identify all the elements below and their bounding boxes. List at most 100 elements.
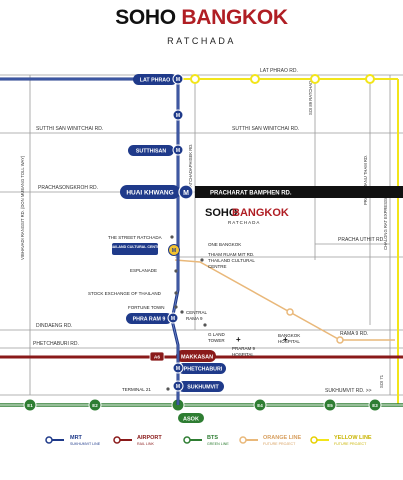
legend-airport-dot	[113, 436, 121, 444]
legend-orange-sub: FUTURE PROJECT	[263, 442, 296, 446]
future-lines	[174, 78, 399, 405]
bts-station-e2	[88, 398, 102, 412]
lat-phrao-station	[172, 73, 184, 85]
huai-khwang-label: HUAI KHWANG	[126, 190, 173, 197]
huai-khwang-mrt-glyph: M	[183, 190, 189, 197]
legend-bts-sub: GREEN LINE	[207, 442, 229, 446]
phra-ram-9-badge	[126, 313, 172, 324]
landmark-g-land-2: TOWER	[208, 338, 225, 343]
road-label-sutthi-san-east: SUTTHI SAN WINITCHAI RD.	[232, 126, 299, 132]
bts-station-e1	[23, 398, 37, 412]
bts-code-e2: E2	[92, 403, 98, 408]
landmark-dot-esplanade	[174, 269, 178, 273]
road-label-dindaeng: DINDAENG RD.	[36, 323, 72, 329]
sukhumvit-station	[172, 380, 184, 392]
legend-yellow-sub: FUTURE PROJECT	[334, 442, 367, 446]
bts-station-e6	[368, 398, 382, 412]
road-label-pracha-uthit: PRACHA UTHIT RD.	[338, 237, 385, 243]
mrt-blue-line: LAT PHRAO M M SUTTHISAN M HUAI KHWANG M …	[0, 73, 226, 405]
brand-title: SOHO BANGKOK	[0, 6, 403, 30]
lat-phrao-badge	[133, 74, 177, 85]
orange-station-2	[336, 336, 344, 344]
road-network	[0, 74, 403, 396]
landmark-dot-cultural-centre	[200, 258, 204, 262]
road-label-thiam-ruam-mit: THIAM RUAM MIT RD.	[208, 252, 254, 257]
landmark-central-2: RAMA 9	[186, 316, 203, 321]
mrt-glyph-ratchadaphisek: M	[176, 113, 180, 119]
phetchaburi-label: PHETCHABURI	[184, 367, 223, 373]
road-labels: LAT PHRAO RD. SUTTHI SAN WINITCHAI RD. S…	[20, 68, 388, 394]
legend-bts-dot	[183, 436, 191, 444]
yellow-station-4	[365, 74, 375, 84]
lat-phrao-label: LAT PHRAO	[140, 78, 171, 84]
legend-yellow-line: YELLOW LINE FUTURE PROJECT	[310, 435, 372, 446]
landmark-terminal-21: TERMINAL 21	[122, 387, 151, 392]
road-label-prachasongkroh: PRACHASONGKROH RD.	[38, 185, 98, 191]
landmark-dot-g-land	[203, 323, 207, 327]
legend-airport-sub: RAIL LINK	[137, 442, 154, 446]
legend-yellow-dot	[310, 436, 318, 444]
bts-code-e5: E5	[327, 403, 333, 408]
phetchaburi-mrt-glyph: M	[176, 366, 180, 372]
thailand-cultural-centre-badge	[112, 243, 158, 255]
site-logo-bg	[200, 200, 266, 226]
makkasan-label: MAKKASAN	[181, 355, 213, 361]
legend-mrt-sub: SUKHUMVIT LINE	[70, 442, 101, 446]
landmark-dot-fortune-town	[174, 305, 178, 309]
road-label-sukhumvit-soi: SOI 71	[379, 374, 384, 388]
phra-ram-9-label: PHRA RAM 9	[133, 317, 166, 323]
sutthisan-label: SUTTHISAN	[136, 149, 166, 155]
landmark-cultural-centre-1: THAILAND CULTURAL	[208, 258, 255, 263]
bts-station-e5	[323, 398, 337, 412]
yellow-station-3	[310, 74, 320, 84]
mrt-station-ratchadaphisek	[172, 109, 184, 121]
legend-airport: AIRPORT RAIL LINK	[113, 435, 162, 446]
landmark-praram9-hospital-1: PRARAM 9	[232, 346, 256, 351]
landmark-dot-central	[180, 310, 184, 314]
phra-ram-9-mrt-glyph: M	[171, 316, 175, 322]
pracharat-bamphen-label: PRACHARAT BAMPHEN RD.	[210, 191, 292, 197]
landmark-dot-terminal-21	[166, 387, 170, 391]
huai-khwang-station	[178, 184, 194, 200]
yellow-station-1	[190, 74, 200, 84]
orange-line-track	[174, 259, 395, 341]
bts-green-line: E1 E2 E4 E5 E3 ASOK	[0, 398, 403, 423]
yellow-station-2	[250, 74, 260, 84]
landmark-the-street: THE STREET RATCHADA	[108, 235, 162, 240]
road-label-phetchaburi: PHETCHABURI RD.	[33, 341, 79, 347]
legend-orange-dot	[239, 436, 247, 444]
road-label-lat-phrao: LAT PHRAO RD.	[260, 68, 298, 74]
site-logo-sub: RATCHADA	[228, 220, 260, 225]
thailand-cultural-centre-mrt-glyph: M	[172, 248, 176, 254]
legend-orange-line: ORANGE LINE FUTURE PROJECT	[239, 435, 302, 446]
bts-code-e4: E4	[257, 403, 263, 408]
sukhumvit-mrt-glyph: M	[176, 384, 180, 390]
asok-station-label: ASOK	[183, 417, 199, 423]
airport-code-badge	[149, 351, 165, 362]
landmark-dot-stock-exchange	[174, 291, 178, 295]
bangkok-hospital-cross-icon: +	[283, 335, 288, 344]
sutthisan-badge	[128, 145, 174, 156]
thailand-cultural-centre-label: THAILAND CULTURAL CENTRE	[108, 245, 163, 249]
phetchaburi-station	[172, 362, 184, 374]
orange-line-stations	[286, 308, 344, 344]
bts-station-e4	[253, 398, 267, 412]
legend-yellow-title: YELLOW LINE	[334, 435, 372, 441]
sutthisan-station	[172, 144, 184, 156]
brand-name-part1: SOHO	[115, 6, 176, 29]
landmark-dot-the-street	[170, 235, 174, 239]
bts-code-e1: E1	[27, 403, 33, 408]
road-label-chalong-rat: CHALONG RAT EXPRESSWAY	[383, 190, 388, 250]
landmark-fortune-town: FORTUNE TOWN	[128, 305, 165, 310]
legend: MRT SUKHUMVIT LINE AIRPORT RAIL LINK BTS…	[45, 435, 372, 446]
road-label-sukhumvit: SUKHUMVIT RD. >>	[325, 388, 372, 394]
airport-code: A6	[154, 355, 160, 361]
road-label-pradit-manu-tham: PRADIT MANU THAM RD.	[363, 155, 368, 205]
thailand-cultural-centre-station	[168, 244, 180, 256]
phra-ram-9-station	[167, 312, 179, 324]
site-logo-part2: BANGKOK	[232, 207, 289, 219]
road-label-ratchadaphisek: RATCHADAPHISEK RD.	[188, 144, 193, 190]
landmark-praram9-hospital-2: HOSPITAL	[232, 352, 254, 357]
landmark-cultural-centre-2: CENTRE	[208, 264, 227, 269]
